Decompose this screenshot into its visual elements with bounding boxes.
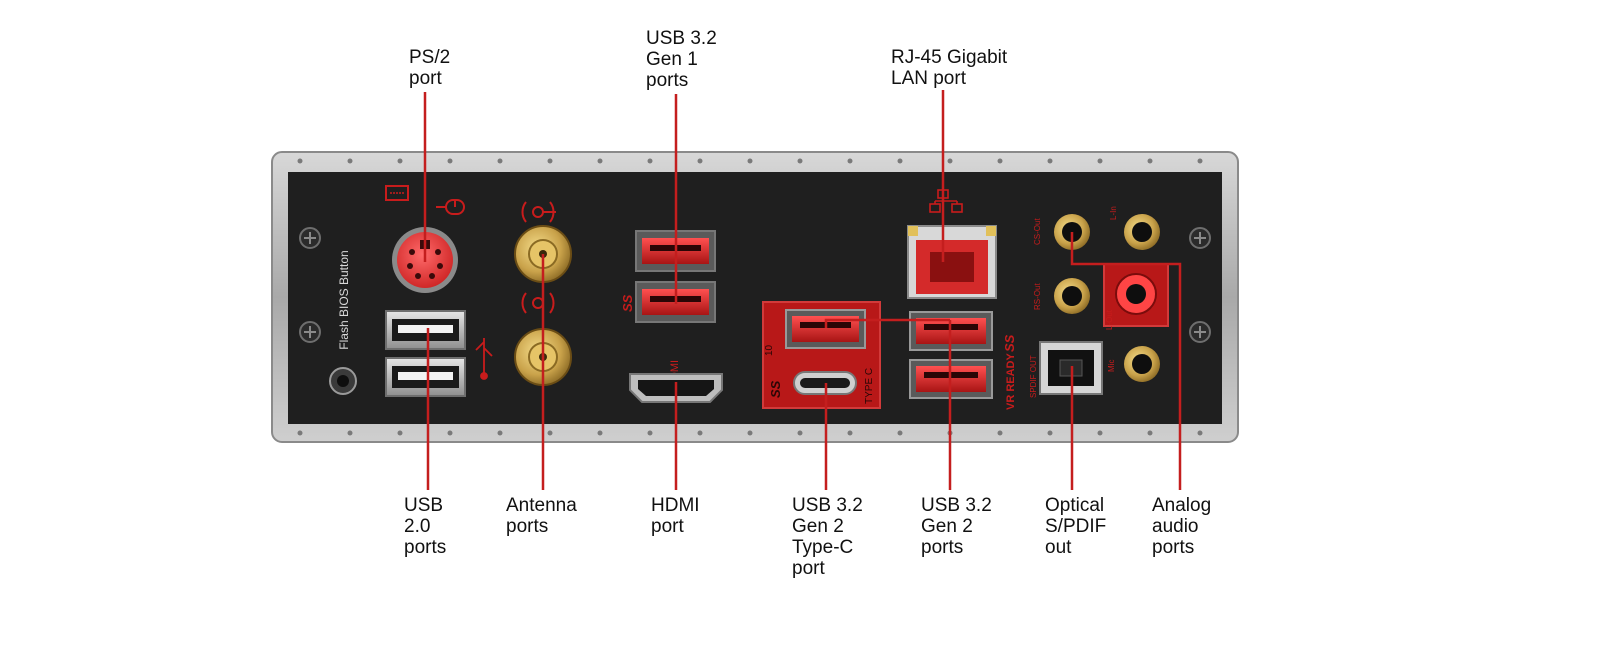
rivet — [897, 430, 903, 436]
rivet — [997, 158, 1003, 164]
callout-line-audio — [1070, 232, 1182, 490]
audio-mark: L-Out — [1105, 309, 1114, 330]
usb-gen2-typec-group: TYPE C SS 10 — [762, 301, 881, 409]
label-rj45-port: RJ-45 Gigabit LAN port — [891, 47, 1008, 89]
rivet — [497, 430, 503, 436]
rivet — [647, 158, 653, 164]
rivet — [547, 158, 553, 164]
rivet — [1147, 430, 1153, 436]
usb20-ports — [385, 310, 493, 397]
audio-mark: Mic — [1107, 360, 1116, 372]
callout-line-typec-top — [824, 318, 950, 328]
rivet — [647, 430, 653, 436]
audio-mark: L-In — [1109, 206, 1118, 220]
audio-jack — [1115, 273, 1157, 315]
label-usb-gen1-ports: USB 3.2 Gen 1 ports — [646, 28, 717, 91]
label-usb-gen2-ports: USB 3.2 Gen 2 ports — [921, 495, 992, 558]
ss-mark: SS — [768, 380, 783, 398]
rivet — [897, 158, 903, 164]
superspeed-icon: SS — [620, 294, 635, 312]
type-c-mark: TYPE C — [864, 368, 875, 404]
callout-lines — [423, 90, 1182, 490]
rivet — [347, 158, 353, 164]
rivet — [1147, 158, 1153, 164]
audio-mark: CS-Out — [1033, 218, 1042, 245]
rivet — [397, 158, 403, 164]
rivet — [497, 158, 503, 164]
rivet — [447, 430, 453, 436]
rivet — [747, 158, 753, 164]
spdif-mark: SPDIF OUT — [1029, 355, 1038, 398]
label-usb20-ports: USB 2.0 ports — [404, 495, 447, 558]
rivet — [1097, 158, 1103, 164]
label-ps2-port: PS/2 port — [409, 47, 451, 89]
rivet — [847, 430, 853, 436]
rivet — [1197, 158, 1203, 164]
rivet — [847, 158, 853, 164]
rivet — [297, 430, 303, 436]
rivet — [1197, 430, 1203, 436]
rivet — [747, 430, 753, 436]
rivet — [447, 158, 453, 164]
rivet — [597, 158, 603, 164]
rivet — [797, 430, 803, 436]
vr-ready-mark: VR READY — [1005, 352, 1017, 410]
ten-mark: 10 — [764, 344, 775, 356]
rivet — [547, 430, 553, 436]
flash-bios-button — [329, 367, 357, 395]
usb-icon — [475, 338, 493, 380]
label-hdmi-port: HDMI port — [651, 495, 700, 537]
optical-spdif-port: SPDIF OUT — [1029, 341, 1103, 398]
rivet — [347, 430, 353, 436]
rivet — [1047, 430, 1053, 436]
rivet — [1097, 430, 1103, 436]
label-typec-port: USB 3.2 Gen 2 Type-C port — [792, 495, 863, 579]
audio-jack — [1124, 346, 1160, 382]
rivet — [597, 430, 603, 436]
label-optical-spdif: Optical S/PDIF out — [1045, 495, 1107, 558]
rivet — [947, 158, 953, 164]
audio-jack — [1124, 214, 1160, 250]
rivet — [697, 430, 703, 436]
audio-mark: RS-Out — [1033, 283, 1042, 310]
frame-rivets — [297, 158, 1203, 436]
audio-jack — [1054, 278, 1090, 314]
mouse-icon — [436, 199, 465, 215]
rivet — [797, 158, 803, 164]
ss-mark: SS — [620, 294, 635, 312]
rivet — [1047, 158, 1053, 164]
rivet — [997, 430, 1003, 436]
antenna-icon — [521, 201, 556, 223]
screw-icons — [299, 227, 1211, 343]
label-analog-audio-ports: Analog audio ports — [1152, 495, 1212, 558]
flash-bios-label: Flash BIOS Button — [337, 250, 351, 350]
ss-mark: SS — [1002, 334, 1017, 352]
rivet — [297, 158, 303, 164]
rivet — [697, 158, 703, 164]
rivet — [397, 430, 403, 436]
label-antenna-ports: Antenna ports — [506, 495, 577, 537]
